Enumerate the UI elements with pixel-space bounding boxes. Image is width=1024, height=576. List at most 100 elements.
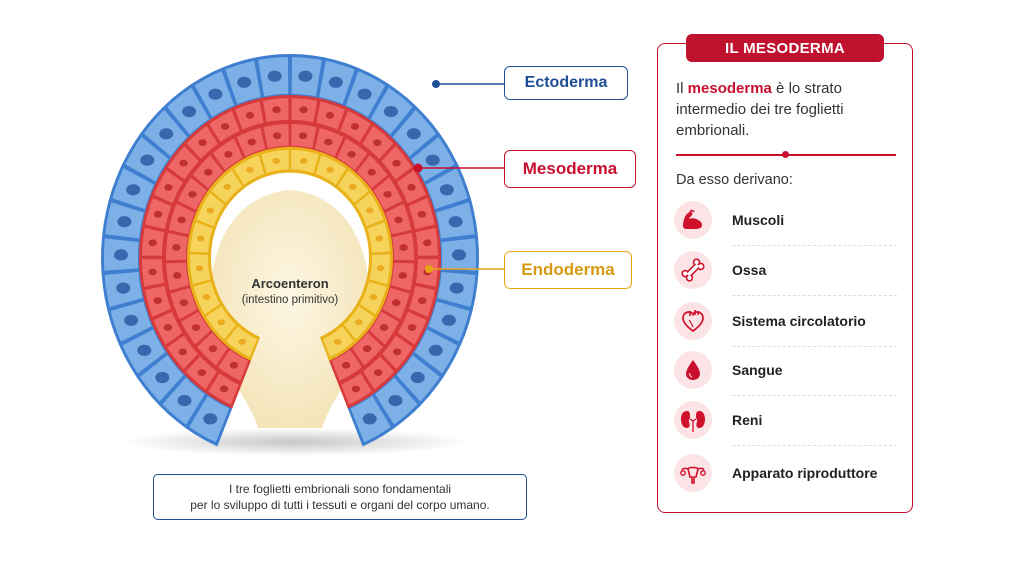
ectoderma-nucleus <box>267 70 282 82</box>
mesoderma-nucleus <box>245 111 255 119</box>
mesoderma-nucleus <box>179 159 188 167</box>
item-label: Muscoli <box>732 212 785 228</box>
mesoderma-nucleus <box>347 151 356 158</box>
endoderma-nucleus <box>369 294 378 301</box>
mesoderma-nucleus <box>172 244 181 251</box>
mesoderma-nucleus <box>325 111 335 119</box>
mesoderma-nucleus <box>418 297 427 304</box>
mesoderma-nucleus <box>324 138 333 146</box>
kidneys-icon <box>674 401 712 439</box>
mesoderma-nucleus <box>229 361 239 369</box>
mesoderma-nucleus <box>164 184 173 191</box>
endoderma-nucleus <box>355 319 363 326</box>
endoderma-connector-dot <box>425 265 433 273</box>
mesoderma-nucleus <box>191 324 201 331</box>
mesoderma-nucleus <box>188 191 197 198</box>
connectors <box>413 80 504 273</box>
diagram-shadow <box>120 428 470 456</box>
caption-line-2: per lo sviluppo di tutti i tessuti e org… <box>190 498 490 512</box>
ectoderma-nucleus <box>357 88 372 100</box>
mesoderma-nucleus <box>393 348 402 356</box>
endoderma-nucleus <box>326 166 334 173</box>
ectoderma-nucleus <box>208 88 223 100</box>
mesoderma-nucleus <box>179 299 188 307</box>
archenteron-title: Arcoenteron <box>251 276 329 291</box>
intro-post: è lo strato intermedio dei tre foglietti… <box>676 80 844 139</box>
endoderma-nucleus <box>375 235 384 242</box>
endoderma-nucleus <box>195 265 204 272</box>
archenteron-subtitle: (intestino primitivo) <box>241 294 339 306</box>
ectoderma-nucleus <box>406 128 421 140</box>
mesoderma-nucleus <box>394 216 403 224</box>
mesoderma-nucleus <box>272 106 281 114</box>
list-item-reni: Reni <box>674 397 900 443</box>
mesoderma-nucleus <box>153 210 163 218</box>
ectoderma-nucleus <box>159 128 174 140</box>
ectoderma-nucleus <box>116 282 131 294</box>
list-item-muscoli: Muscoli <box>674 197 900 243</box>
ectoderma-nucleus <box>126 184 141 196</box>
endoderma-nucleus <box>223 183 231 190</box>
mesoderma-nucleus <box>148 239 157 247</box>
ectoderma-nucleus <box>114 249 128 261</box>
endoderma-nucleus <box>202 294 211 301</box>
layers-group <box>100 53 480 447</box>
ectoderma-nucleus <box>439 184 454 196</box>
endoderma-nucleus <box>206 207 215 214</box>
ectoderma-label: Ectoderma <box>504 66 628 100</box>
mesoderma-nucleus <box>299 106 308 114</box>
panel-intro: Il mesoderma è lo strato intermedio dei … <box>676 78 901 141</box>
mesoderma-nucleus <box>173 272 182 279</box>
ectoderma-nucleus <box>362 413 377 425</box>
mesoderma-nucleus <box>398 272 407 279</box>
endoderma-label: Endoderma <box>504 251 632 289</box>
endoderma-nucleus <box>238 338 247 345</box>
caption-box: I tre foglietti embrionali sono fondamen… <box>153 474 527 520</box>
mesoderma-nucleus <box>362 345 372 353</box>
item-separator <box>732 445 897 446</box>
mesoderma-nucleus <box>177 216 186 224</box>
endoderma-layer <box>186 146 394 361</box>
ectoderma-nucleus <box>177 395 192 407</box>
mesoderma-nucleus <box>178 348 187 356</box>
mesoderma-nucleus <box>399 244 408 251</box>
ectoderma-nucleus <box>428 344 443 356</box>
item-label: Apparato riproduttore <box>732 465 878 481</box>
item-separator <box>732 346 897 347</box>
mesoderma-nucleus <box>383 191 392 198</box>
list-item-apparato-riproduttore: Apparato riproduttore <box>674 450 900 496</box>
panel-title: IL MESODERMA <box>686 34 884 62</box>
ectoderma-nucleus <box>137 344 152 356</box>
item-separator <box>732 245 897 246</box>
mesoderma-nucleus <box>148 268 157 276</box>
item-label: Ossa <box>732 262 767 278</box>
caption-line-1: I tre foglietti embrionali sono fondamen… <box>228 482 452 496</box>
ectoderma-nucleus <box>449 282 464 294</box>
ectoderma-nucleus <box>383 106 398 118</box>
ectoderma-nucleus <box>155 371 170 384</box>
mesoderma-connector-dot <box>413 163 423 173</box>
mesoderma-nucleus <box>219 385 229 393</box>
ectoderma-nucleus <box>140 154 155 166</box>
mesoderma-nucleus <box>208 345 218 353</box>
panel-divider-dot <box>782 151 789 158</box>
mesoderma-nucleus <box>392 299 401 307</box>
ectoderma-nucleus <box>425 154 440 166</box>
mesoderma-nucleus <box>247 138 256 146</box>
ectoderma-nucleus <box>237 76 252 88</box>
ectoderma-nucleus <box>452 249 466 261</box>
mesoderma-nucleus <box>197 369 206 376</box>
archenteron-cavity <box>210 190 370 428</box>
ectoderma-nucleus <box>328 76 343 88</box>
item-label: Sangue <box>732 362 783 378</box>
ectoderma-nucleus <box>298 70 313 82</box>
ectoderma-nucleus <box>124 314 139 326</box>
item-label: Sistema circolatorio <box>732 313 866 329</box>
mesoderma-nucleus <box>198 139 207 147</box>
mesoderma-nucleus <box>374 369 383 376</box>
mesoderma-nucleus <box>392 159 401 167</box>
endoderma-nucleus <box>365 207 374 214</box>
ectoderma-nucleus <box>182 106 197 118</box>
endoderma-nucleus <box>333 338 342 345</box>
